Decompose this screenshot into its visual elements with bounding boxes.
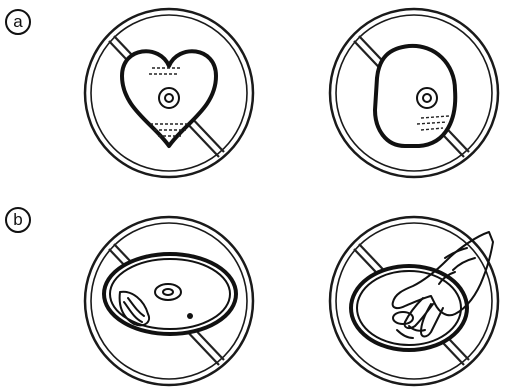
- section-a-label: a: [13, 12, 22, 31]
- prohibited-disc-with-sticker-icon: [82, 214, 256, 388]
- section-b-badge: b: [5, 207, 31, 233]
- prohibited-irregular-shaped-disc-icon: [327, 6, 501, 180]
- section-a-badge: a: [5, 9, 31, 35]
- prohibited-touching-disc-surface-icon: [327, 214, 501, 388]
- prohibited-heart-shaped-disc-icon: [82, 6, 256, 180]
- section-b-label: b: [13, 210, 22, 229]
